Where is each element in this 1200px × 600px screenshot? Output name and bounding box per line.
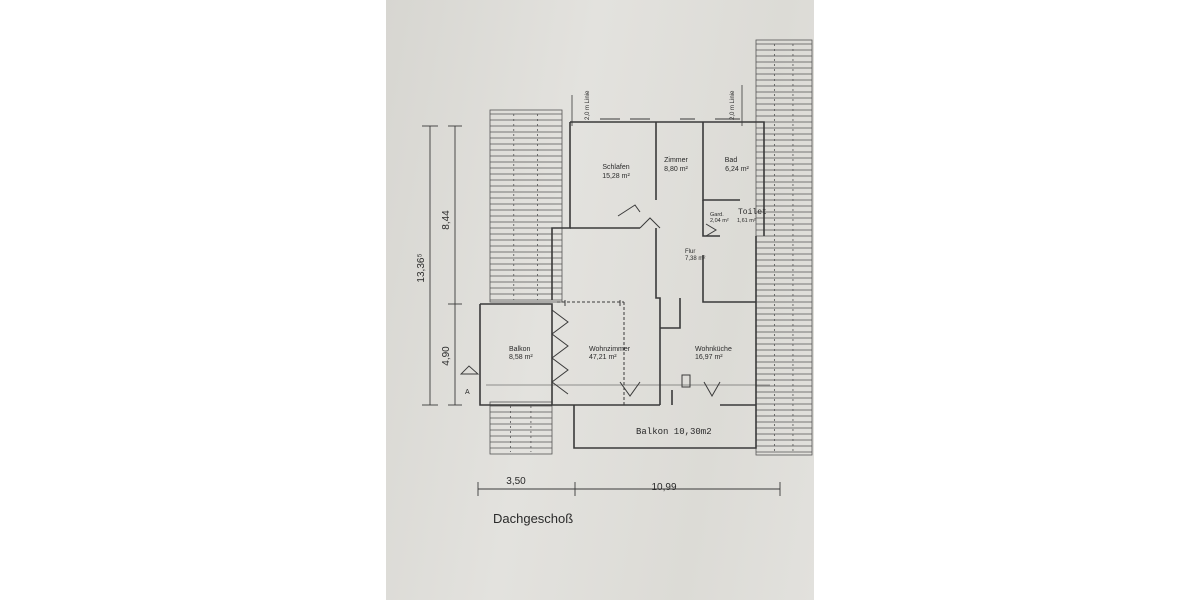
paper-sheet: [386, 0, 814, 600]
room-name-bad: Bad: [725, 157, 738, 164]
roof-hatch-left: [489, 109, 563, 303]
room-name-gard: Gard.: [710, 212, 724, 218]
roof-hatch-right: [755, 39, 813, 456]
line-label-left: 2,0 m Linie: [585, 90, 591, 120]
roof-hatch-lines-left-lower: [490, 405, 552, 452]
dimension-left-width: 3,50: [506, 476, 526, 487]
room-area-zimmer: 8,80 m²: [664, 166, 688, 173]
room-name-toilet: Toilet: [738, 208, 767, 217]
room-area-wohnkueche: 16,97 m²: [695, 354, 723, 361]
room-area-toilet: 1,61 m²: [737, 218, 756, 224]
windows: [557, 118, 740, 405]
walls: [479, 121, 765, 449]
room-area-schlafen: 15,28 m²: [602, 173, 630, 180]
room-area-wohnzimmer: 47,21 m²: [589, 354, 617, 361]
roof-hatch-lines-left: [490, 113, 562, 301]
dimension-lines: [422, 125, 781, 496]
room-area-flur: 7,38 m²: [685, 256, 705, 262]
room-name-wohnkueche: Wohnküche: [695, 346, 732, 353]
balcony-label: Balkon 10,30m2: [636, 427, 712, 437]
room-area-gard: 2,04 m²: [710, 218, 729, 224]
dimension-right-width: 10,99: [651, 482, 676, 493]
room-name-flur: Flur: [685, 249, 695, 255]
room-name-zimmer: Zimmer: [664, 157, 688, 164]
dimension-total-height: 13,36⁵: [416, 253, 427, 282]
two-meter-lines: [571, 85, 743, 126]
dimension-lower-height: 4,90: [441, 346, 452, 366]
room-area-bad: 6,24 m²: [725, 166, 749, 173]
room-name-schlafen: Schlafen: [602, 164, 629, 171]
room-name-wohnzimmer: Wohnzimmer: [589, 346, 631, 353]
doors: [551, 204, 721, 398]
roof-hatch-lines-right: [756, 43, 812, 453]
section-marker-label: A: [465, 389, 470, 396]
roof-hatch-left-lower: [489, 401, 553, 455]
section-marker-icon: [459, 365, 480, 375]
dimension-upper-height: 8,44: [441, 210, 452, 230]
plan-title: Dachgeschoß: [493, 511, 573, 526]
room-name-balkon: Balkon: [509, 346, 531, 353]
line-label-right: 2,0 m Linie: [730, 90, 736, 120]
room-area-balkon: 8,58 m²: [509, 354, 533, 361]
